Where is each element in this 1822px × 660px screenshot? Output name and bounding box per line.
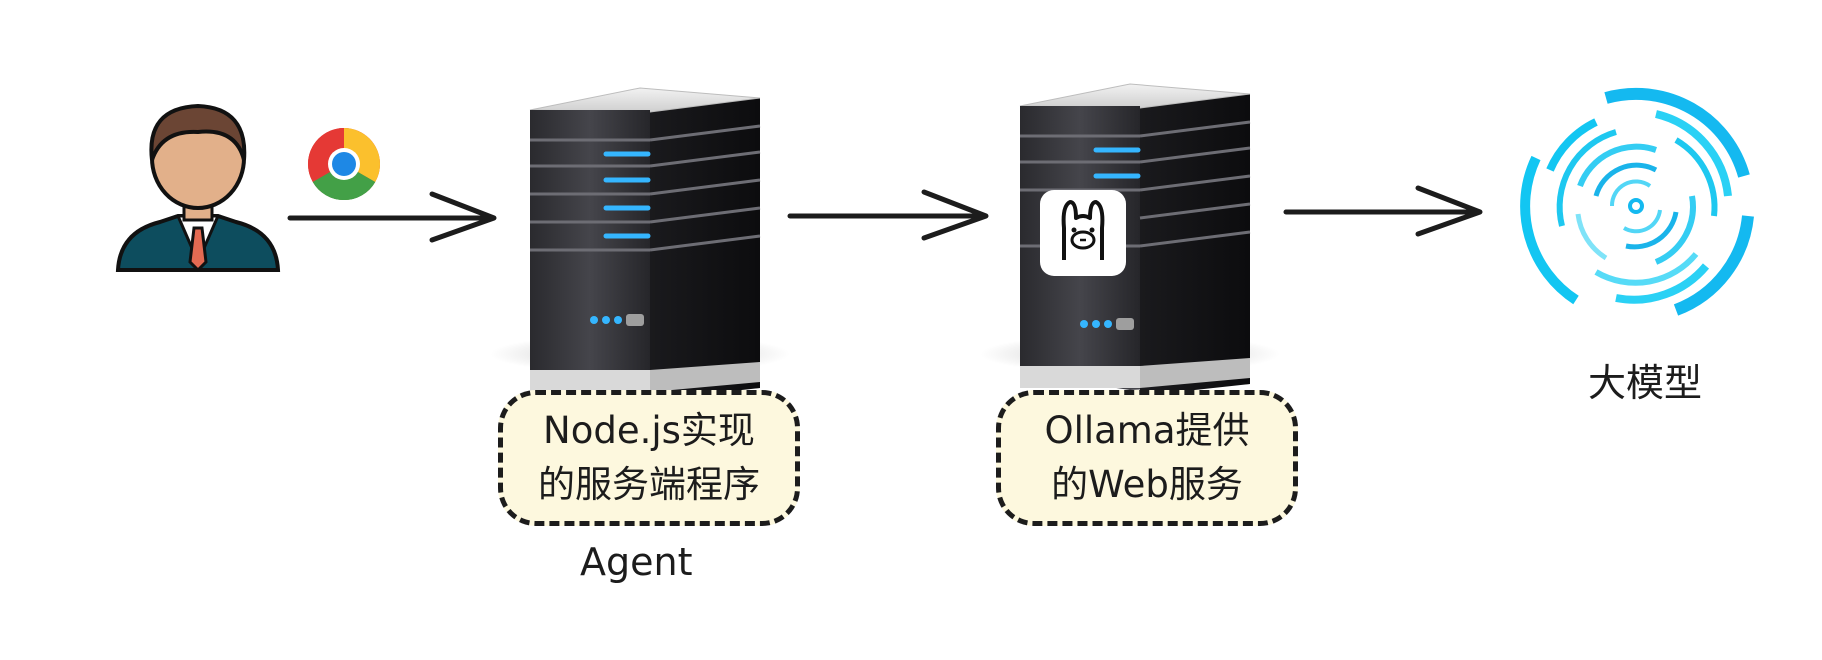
ollama-server-label-line2: 的Web服务 [1051,463,1243,506]
ollama-server-label-line1: Ollama提供 [1044,409,1250,452]
ai-model-circle-icon [1520,87,1754,316]
arrow-agent-to-ollama [787,189,989,241]
ollama-llama-icon [1040,190,1126,276]
agent-server-label: Node.js实现 的服务端程序 [498,390,800,526]
server-tower-icon [490,87,790,400]
chrome-browser-icon [307,127,381,201]
server-tower-icon [980,83,1280,396]
arrow-user-to-agent [287,191,497,243]
ollama-server-label: Ollama提供 的Web服务 [996,390,1298,526]
user-avatar-icon [115,103,281,273]
agent-server-label-line2: 的服务端程序 [538,463,760,506]
agent-caption: Agent [580,540,693,584]
agent-server-label-line1: Node.js实现 [543,409,755,452]
model-caption: 大模型 [1588,361,1703,405]
arrow-ollama-to-model [1283,185,1483,237]
